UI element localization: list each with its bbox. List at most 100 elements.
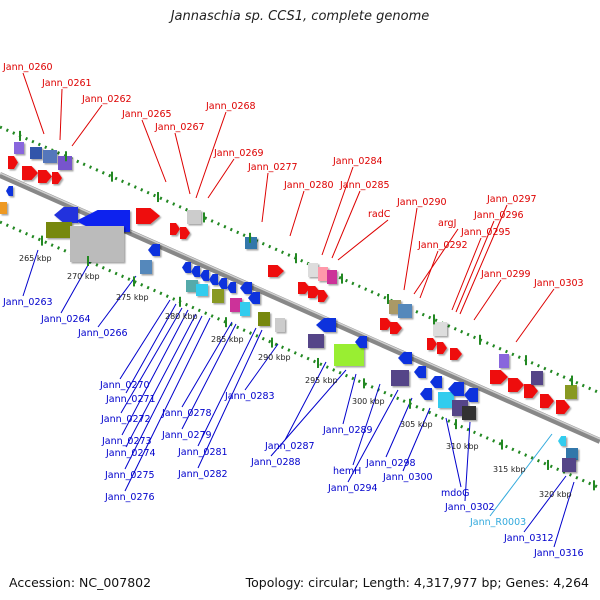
gene-box [46, 222, 72, 238]
gene-label[interactable]: Jann_0260 [2, 62, 53, 73]
gene-arrow [316, 318, 336, 332]
leader-line [385, 397, 413, 458]
leader-line [464, 421, 471, 502]
kbp-label: 270 kbp [67, 272, 100, 281]
gene-label[interactable]: Jann_0269 [213, 148, 264, 159]
gene-label[interactable]: Jann_0294 [327, 483, 378, 494]
gene-box [187, 210, 201, 224]
leader-line [451, 237, 482, 311]
gene-box [275, 318, 285, 332]
leader-line [22, 249, 39, 297]
gene-label[interactable]: Jann_0295 [460, 227, 511, 238]
gene-label[interactable]: Jann_0299 [480, 269, 531, 280]
gene-label[interactable]: Jann_0283 [224, 391, 275, 402]
gene-label[interactable]: Jann_0280 [283, 180, 334, 191]
gene-label[interactable]: Jann_0278 [161, 408, 212, 419]
leader-line [419, 250, 439, 299]
gene-label[interactable]: Jann_0274 [105, 448, 156, 459]
gene-label[interactable]: Jann_0275 [104, 470, 155, 481]
gene-label[interactable]: Jann_0312 [503, 533, 554, 544]
gene-box [186, 280, 198, 292]
leader-line [347, 389, 399, 483]
leader-line [489, 433, 553, 517]
gene-arrow [556, 400, 570, 414]
gene-label[interactable]: Jann_0272 [100, 414, 151, 425]
leader-line [197, 329, 263, 469]
gene-label[interactable]: Jann_0273 [101, 436, 152, 447]
gene-arrow [398, 352, 412, 364]
leader-line [195, 111, 227, 199]
gene-label[interactable]: Jann_0297 [486, 194, 537, 205]
gene-label[interactable]: radC [368, 209, 391, 220]
gene-label[interactable]: Jann_0289 [322, 425, 373, 436]
gene-box [308, 263, 318, 277]
gene-arrow [420, 388, 432, 400]
kbp-label: 265 kbp [19, 254, 52, 263]
gene-box [566, 448, 578, 460]
gene-label[interactable]: Jann_0287 [264, 441, 315, 452]
gene-arrow [414, 366, 426, 378]
kbp-label: 295 kbp [305, 376, 338, 385]
gene-label[interactable]: Jann_0290 [396, 197, 447, 208]
gene-label[interactable]: Jann_0279 [161, 430, 212, 441]
leader-line [261, 172, 269, 223]
gene-label[interactable]: Jann_0303 [533, 278, 584, 289]
gene-box [499, 354, 509, 368]
gene-label[interactable]: hemH [333, 466, 361, 477]
gene-label[interactable]: Jann_0282 [177, 469, 228, 480]
gene-arrow [218, 278, 227, 289]
gene-box [245, 237, 257, 249]
gene-label[interactable]: Jann_R0003 [469, 517, 526, 528]
gene-label[interactable]: Jann_0265 [121, 109, 172, 120]
upper-dotted-rail [0, 125, 600, 395]
leader-line [181, 321, 233, 408]
leader-line [125, 303, 177, 394]
gene-label[interactable]: Jann_0270 [99, 380, 150, 391]
gene-arrow [380, 318, 392, 330]
label-leader-lines [22, 72, 575, 548]
gene-label[interactable]: argJ [438, 218, 456, 229]
gene-label[interactable]: mdoG [441, 488, 469, 499]
gene-label[interactable]: Jann_0302 [444, 502, 495, 513]
kbp-label: 285 kbp [211, 335, 244, 344]
leader-line [321, 166, 354, 256]
gene-label[interactable]: Jann_0281 [177, 447, 228, 458]
gene-label[interactable]: Jann_0296 [473, 210, 524, 221]
gene-arrow [427, 338, 437, 350]
gene-label[interactable]: Jann_0288 [250, 457, 301, 468]
leader-line [244, 343, 279, 391]
gene-label[interactable]: Jann_0298 [365, 458, 416, 469]
leader-line [181, 323, 237, 430]
gene-label[interactable]: Jann_0271 [105, 394, 156, 405]
gene-label[interactable]: Jann_0292 [417, 240, 468, 251]
gene-box [398, 304, 412, 318]
gene-label[interactable]: Jann_0262 [81, 94, 132, 105]
leader-line [413, 228, 459, 295]
gene-label[interactable]: Jann_0285 [339, 180, 390, 191]
leader-line [403, 207, 418, 291]
gene-label[interactable]: Jann_0276 [104, 492, 155, 503]
gene-arrow [8, 156, 18, 169]
gene-label[interactable]: Jann_0284 [332, 156, 383, 167]
gene-box [0, 202, 7, 214]
kbp-label: 305 kbp [400, 420, 433, 429]
gene-label[interactable]: Jann_0261 [41, 78, 92, 89]
leader-line [71, 104, 103, 147]
gene-label[interactable]: Jann_0263 [2, 297, 53, 308]
gene-label[interactable]: Jann_0264 [40, 314, 91, 325]
leader-line [119, 299, 171, 380]
leader-line [459, 204, 508, 315]
leader-line [97, 275, 137, 328]
gene-label[interactable]: Jann_0266 [77, 328, 128, 339]
gene-label[interactable]: Jann_0268 [205, 101, 256, 112]
leader-line [289, 190, 305, 237]
gene-label[interactable]: Jann_0300 [382, 472, 433, 483]
gene-box [230, 298, 242, 312]
leader-line [473, 279, 502, 321]
leader-line [124, 315, 203, 470]
gene-label[interactable]: Jann_0277 [247, 162, 298, 173]
gene-arrow [430, 376, 442, 388]
gene-box [212, 289, 224, 303]
gene-label[interactable]: Jann_0316 [533, 548, 584, 559]
gene-label[interactable]: Jann_0267 [154, 122, 205, 133]
